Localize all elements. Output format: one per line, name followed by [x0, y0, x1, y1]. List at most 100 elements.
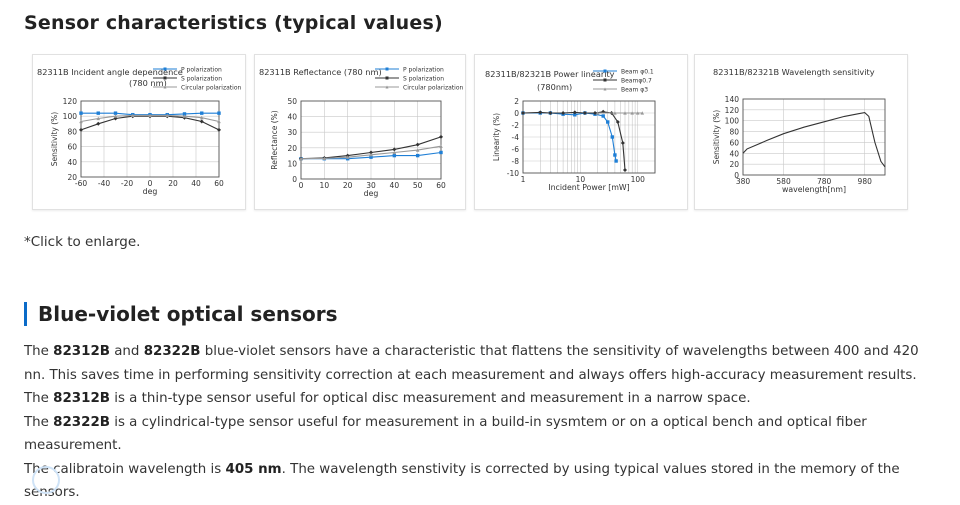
- legend-label: S polarization: [403, 76, 444, 83]
- y-tick-label: 140: [725, 95, 740, 104]
- paragraph: The calibratoin wavelength is 405 nm. Th…: [24, 458, 936, 505]
- chart-incident-angle: 82311B Incident angle dependence(780 nm)…: [37, 67, 241, 197]
- data-point: [369, 155, 373, 159]
- legend-label: P polarization: [403, 67, 444, 74]
- legend-marker: [603, 78, 607, 82]
- plot-frame: [522, 100, 656, 174]
- data-point: [561, 111, 566, 115]
- legend-marker: [163, 67, 167, 71]
- legend-marker: [603, 69, 607, 73]
- legend-marker: [385, 76, 389, 80]
- data-point: [182, 112, 187, 116]
- paragraph: The 82312B is a thin-type sensor useful …: [24, 387, 936, 411]
- model-number: 82322B: [143, 344, 201, 359]
- section-title: Sensor characteristics (typical values): [24, 12, 443, 34]
- y-tick-label: 40: [67, 158, 77, 167]
- x-tick-label: -20: [121, 179, 133, 188]
- y-tick-label: 120: [63, 97, 78, 106]
- plot-frame: [300, 100, 442, 180]
- x-tick-label: -60: [75, 179, 87, 188]
- y-axis-label: Linearity (%): [492, 113, 501, 161]
- x-tick-label: 780: [817, 177, 832, 186]
- legend-marker: [603, 87, 607, 91]
- data-point: [217, 127, 221, 132]
- y-tick-label: -10: [507, 169, 519, 178]
- legend-marker: [163, 76, 167, 80]
- data-point: [415, 142, 420, 147]
- data-point: [200, 111, 204, 115]
- plot-frame: [80, 100, 220, 178]
- data-point: [630, 111, 634, 115]
- data-point: [299, 156, 303, 161]
- y-axis-label: Reflectance (%): [270, 110, 279, 169]
- y-tick-label: 100: [725, 117, 740, 126]
- data-point: [521, 111, 525, 115]
- plot-frame: [742, 98, 886, 176]
- x-tick-label: 980: [858, 177, 873, 186]
- y-tick-label: -4: [512, 133, 520, 142]
- data-point: [573, 113, 577, 117]
- y-tick-label: 0: [734, 171, 739, 180]
- data-point: [392, 153, 397, 158]
- data-point: [392, 150, 397, 155]
- y-tick-label: 100: [63, 112, 78, 121]
- legend-label: Beamφ0.7: [621, 78, 652, 85]
- data-point: [415, 153, 420, 158]
- data-point: [640, 111, 645, 115]
- x-tick-label: 40: [191, 179, 201, 188]
- y-tick-label: -8: [512, 157, 520, 166]
- data-point: [593, 111, 598, 115]
- text: The: [24, 414, 54, 430]
- text: The: [24, 344, 54, 359]
- y-tick-label: 20: [287, 144, 297, 153]
- data-point: [439, 134, 443, 139]
- x-tick-label: 50: [413, 181, 423, 190]
- chart-title: 82311B/82321B Power linearity: [485, 69, 615, 79]
- text: is a thin-type sensor useful for optical…: [109, 391, 751, 406]
- legend-label: Circular polarization: [181, 85, 241, 92]
- data-point: [572, 110, 577, 115]
- x-tick-label: 10: [320, 181, 330, 190]
- y-axis-label: Sensitivity (%): [50, 112, 59, 166]
- x-axis-label: deg: [143, 187, 158, 196]
- y-tick-label: 80: [67, 127, 77, 136]
- y-tick-label: 60: [729, 138, 739, 147]
- x-tick-label: 40: [390, 181, 400, 190]
- data-point: [439, 150, 443, 155]
- data-point: [582, 111, 587, 115]
- data-point: [79, 127, 83, 132]
- y-tick-label: 0: [514, 109, 519, 118]
- data-point: [613, 153, 617, 157]
- y-tick-label: 40: [729, 149, 739, 158]
- model-number: 82312B: [53, 391, 110, 406]
- data-point: [615, 120, 620, 124]
- data-point: [620, 141, 625, 145]
- data-point: [217, 119, 221, 124]
- model-number: 82322B: [53, 414, 110, 430]
- y-axis-label: Sensitivity (%): [712, 110, 721, 164]
- data-point: [165, 113, 170, 118]
- data-point: [96, 121, 101, 126]
- y-tick-label: -2: [512, 121, 520, 130]
- chart-card-incident-angle[interactable]: 82311B Incident angle dependence(780 nm)…: [32, 54, 246, 210]
- data-point: [392, 147, 397, 152]
- data-point: [79, 119, 83, 124]
- text: is a cylindrical-type sensor useful for …: [24, 414, 867, 454]
- data-point: [345, 155, 350, 159]
- y-tick-label: 30: [287, 128, 297, 137]
- legend-marker: [385, 67, 389, 71]
- y-tick-label: 120: [725, 106, 740, 115]
- x-tick-label: 30: [366, 181, 376, 190]
- data-point: [199, 119, 204, 124]
- x-axis-label: deg: [364, 189, 379, 198]
- data-point: [601, 114, 605, 118]
- data-point: [439, 144, 443, 148]
- circle-icon: [32, 466, 60, 494]
- y-tick-label: 2: [514, 97, 519, 106]
- x-tick-label: 10: [576, 175, 586, 184]
- data-point: [199, 115, 204, 120]
